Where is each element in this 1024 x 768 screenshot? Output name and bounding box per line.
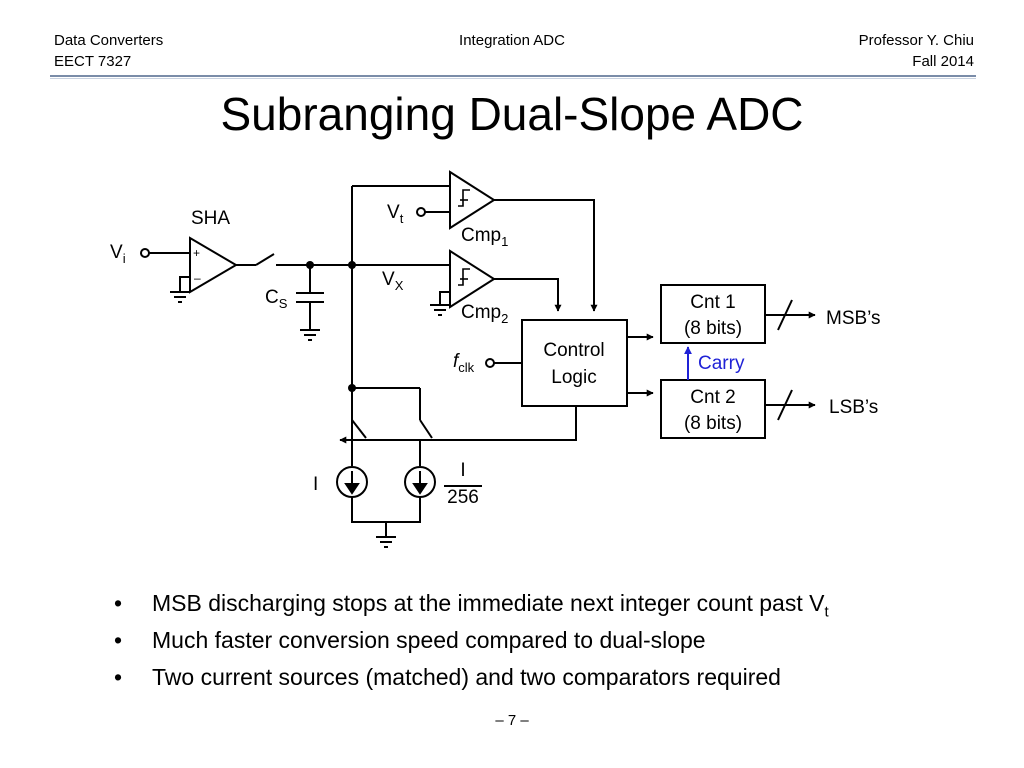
header-rule: [50, 75, 976, 77]
sample-switch: [255, 253, 275, 266]
junction-dot: [348, 261, 356, 269]
bullet-dot: •: [114, 627, 123, 653]
hysteresis-icon: [458, 189, 470, 207]
header-center: Integration ADC: [0, 30, 1024, 51]
vi-label: Vi: [110, 242, 126, 266]
vx-label: VX: [382, 269, 404, 293]
header-left: Data Converters EECT 7327: [54, 30, 163, 72]
wire-cmp1-out: [494, 199, 598, 312]
bullet-text: Much faster conversion speed compared to…: [152, 627, 706, 653]
cmp1-comparator: [449, 170, 496, 230]
cnt2-block: [660, 379, 766, 439]
course-code: EECT 7327: [54, 53, 132, 70]
bullet-text: MSB discharging stops at the immediate n…: [152, 590, 825, 616]
cs-capacitor: [296, 292, 324, 303]
carry-label: Carry: [698, 353, 745, 374]
ground-icon: [300, 329, 320, 341]
sha-plus-sign: +: [193, 246, 200, 260]
bus-slash: [777, 299, 793, 331]
junction-dot: [306, 261, 314, 269]
wire-sha-minus: [179, 276, 190, 292]
term: Fall 2014: [912, 53, 974, 70]
header-rule-light: [50, 78, 976, 79]
vt-terminal: [416, 207, 426, 217]
current-source-i256: [404, 466, 436, 498]
current-fraction-numerator: I: [460, 460, 465, 481]
cnt1-line-2: (8 bits): [684, 318, 742, 339]
control-logic-block: [521, 319, 628, 407]
cs-label: CS: [265, 287, 288, 311]
bullet-text: Two current sources (matched) and two co…: [152, 664, 781, 690]
sha-opamp: [189, 236, 238, 294]
lsbs-label: LSB’s: [829, 397, 878, 418]
wire-cmp2-minus: [439, 291, 450, 305]
bus-slash: [777, 389, 793, 421]
ground-icon: [170, 291, 190, 303]
discharge-switch-1: [351, 419, 367, 439]
vt-label: Vt: [387, 202, 404, 226]
wire-sources-bottom: [351, 497, 421, 523]
bullet-item: • MSB discharging stops at the immediate …: [112, 586, 829, 623]
lecture-topic: Integration ADC: [459, 32, 565, 49]
current-source-i: [336, 466, 368, 498]
sha-label: SHA: [191, 208, 230, 229]
ground-icon: [430, 304, 450, 316]
vi-terminal: [140, 248, 150, 258]
sha-minus-sign: –: [194, 271, 201, 285]
cmp2-comparator: [449, 249, 496, 309]
header-right: Professor Y. Chiu Fall 2014: [859, 30, 974, 72]
msbs-label: MSB’s: [826, 308, 881, 329]
fclk-label: fclk: [453, 351, 475, 375]
course-name: Data Converters: [54, 32, 164, 49]
bullet-dot: •: [114, 664, 123, 690]
page-number: – 7 –: [495, 712, 529, 729]
bullet-item: • Much faster conversion speed compared t…: [112, 623, 829, 660]
professor-name: Professor Y. Chiu: [858, 32, 974, 49]
control-logic-line-2: Logic: [551, 367, 596, 388]
cnt1-block: [660, 284, 766, 344]
bullet-dot: •: [114, 590, 123, 616]
slide-title: Subranging Dual-Slope ADC: [220, 88, 804, 140]
bullet-subscript: t: [824, 603, 829, 621]
bullet-list: • MSB discharging stops at the immediate …: [112, 586, 829, 697]
ground-icon: [376, 536, 396, 548]
junction-dot: [348, 384, 356, 392]
wire-cmp2-out: [494, 278, 562, 312]
fclk-terminal: [485, 358, 495, 368]
control-logic-line-1: Control: [543, 340, 604, 361]
discharge-switch-2: [419, 419, 433, 439]
wire-switch-control: [339, 406, 577, 444]
cnt1-line-1: Cnt 1: [690, 292, 735, 313]
cnt2-line-1: Cnt 2: [690, 387, 735, 408]
bullet-item: • Two current sources (matched) and two c…: [112, 660, 829, 697]
cnt2-line-2: (8 bits): [684, 413, 742, 434]
current-i-label: I: [313, 474, 318, 495]
hysteresis-icon: [458, 268, 470, 286]
current-fraction-denominator: 256: [447, 487, 479, 508]
cmp1-label: Cmp1: [461, 225, 508, 249]
cmp2-label: Cmp2: [461, 302, 508, 326]
